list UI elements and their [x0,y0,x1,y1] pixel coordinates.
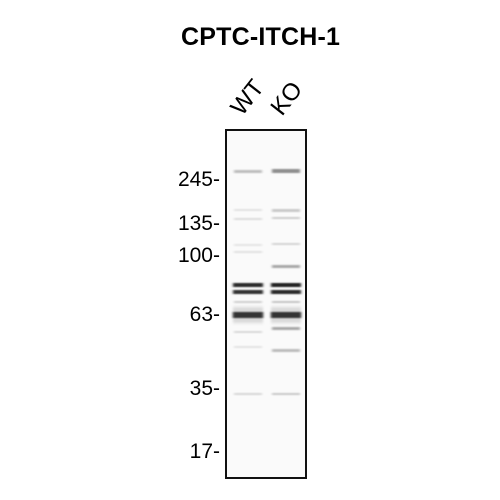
band-wt-105 [234,251,262,253]
mw-marker-17: 17- [189,440,220,463]
mw-marker-245: 245- [177,168,220,191]
band-wt-150 [234,209,262,211]
band-ko-58 [272,327,300,330]
band-ko-245 [272,169,300,173]
band-wt-245 [234,170,262,173]
band-wt-35 [234,393,262,395]
blot-title: CPTC-ITCH-1 [181,23,341,51]
band-wt-55 [234,331,262,333]
band-ko-35 [272,393,300,395]
lane-label-ko: KO [265,76,309,121]
band-ko-150 [272,209,300,212]
band-wt-110 [234,244,262,246]
band-ko-80 [272,301,300,303]
mw-marker-63: 63- [189,303,220,326]
band-ko-140 [272,217,300,219]
western-blot-membrane [225,129,307,479]
band-ko-88b [271,290,301,294]
band-wt-140 [234,218,262,220]
mw-marker-135: 135- [177,212,220,235]
band-ko-88a [271,283,301,287]
band-wt-88a [233,283,263,287]
band-ko-110 [272,243,300,245]
band-ko-50 [272,349,300,352]
band-ko-100 [272,265,300,268]
mw-marker-35: 35- [189,377,220,400]
blot-image [227,131,305,477]
lane-label-wt: WT [225,74,270,121]
band-wt-48 [234,346,262,348]
band-wt-80 [234,301,262,303]
mw-marker-100: 100- [177,244,220,267]
band-wt-88b [233,290,263,294]
